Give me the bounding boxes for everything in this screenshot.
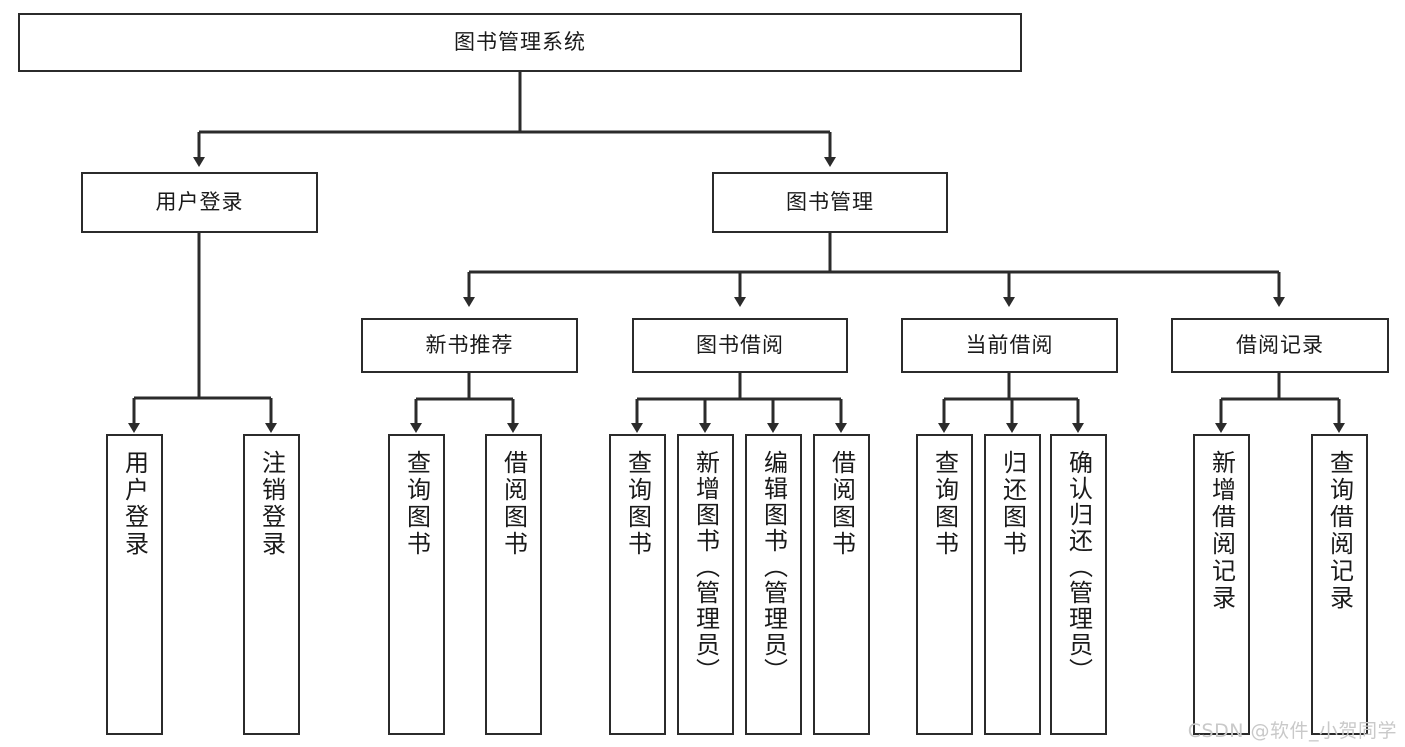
- node-leaf-query-book-recommend[interactable]: 查询图书: [388, 434, 445, 735]
- node-label: 用户登录: [155, 190, 244, 215]
- node-label: 查询图书: [402, 450, 431, 558]
- node-borrow-record[interactable]: 借阅记录: [1171, 318, 1389, 373]
- node-label: 图书管理: [786, 190, 874, 215]
- node-user-login[interactable]: 用户登录: [81, 172, 318, 233]
- node-leaf-return-book[interactable]: 归还图书: [984, 434, 1041, 735]
- node-label: 新增借阅记录: [1207, 450, 1236, 612]
- node-leaf-query-book-current[interactable]: 查询图书: [916, 434, 973, 735]
- node-current-borrow[interactable]: 当前借阅: [901, 318, 1118, 373]
- node-leaf-add-borrow-record[interactable]: 新增借阅记录: [1193, 434, 1250, 735]
- node-label: 新书推荐: [425, 333, 514, 358]
- node-book-borrow[interactable]: 图书借阅: [632, 318, 848, 373]
- node-label: 查询借阅记录: [1325, 450, 1354, 612]
- node-label: 归还图书: [998, 450, 1027, 558]
- node-label: 查询图书: [623, 450, 652, 558]
- node-label: 注销登录: [257, 450, 286, 558]
- node-leaf-logout[interactable]: 注销登录: [243, 434, 300, 735]
- watermark-text: CSDN @软件_小贺同学: [1187, 720, 1397, 742]
- node-leaf-edit-book-admin[interactable]: 编辑图书（管理员）: [745, 434, 802, 735]
- node-label: 图书借阅: [696, 333, 784, 358]
- node-label: 确认归还（管理员）: [1064, 450, 1093, 684]
- node-label: 借阅图书: [827, 450, 856, 558]
- node-label: 借阅记录: [1236, 333, 1324, 358]
- node-label: 借阅图书: [499, 450, 528, 558]
- node-label: 查询图书: [930, 450, 959, 558]
- node-label: 图书管理系统: [454, 30, 586, 55]
- node-label: 新增图书（管理员）: [691, 450, 720, 684]
- node-label: 编辑图书（管理员）: [759, 450, 788, 684]
- node-leaf-user-login[interactable]: 用户登录: [106, 434, 163, 735]
- node-leaf-query-book-borrow[interactable]: 查询图书: [609, 434, 666, 735]
- node-label: 用户登录: [120, 450, 149, 558]
- node-new-book-recommend[interactable]: 新书推荐: [361, 318, 578, 373]
- node-leaf-borrow-book[interactable]: 借阅图书: [813, 434, 870, 735]
- node-leaf-confirm-return-admin[interactable]: 确认归还（管理员）: [1050, 434, 1107, 735]
- node-leaf-query-borrow-record[interactable]: 查询借阅记录: [1311, 434, 1368, 735]
- node-leaf-borrow-book-recommend[interactable]: 借阅图书: [485, 434, 542, 735]
- node-leaf-add-book-admin[interactable]: 新增图书（管理员）: [677, 434, 734, 735]
- node-book-management[interactable]: 图书管理: [712, 172, 948, 233]
- node-root-book-management-system[interactable]: 图书管理系统: [18, 13, 1022, 72]
- node-label: 当前借阅: [965, 333, 1054, 358]
